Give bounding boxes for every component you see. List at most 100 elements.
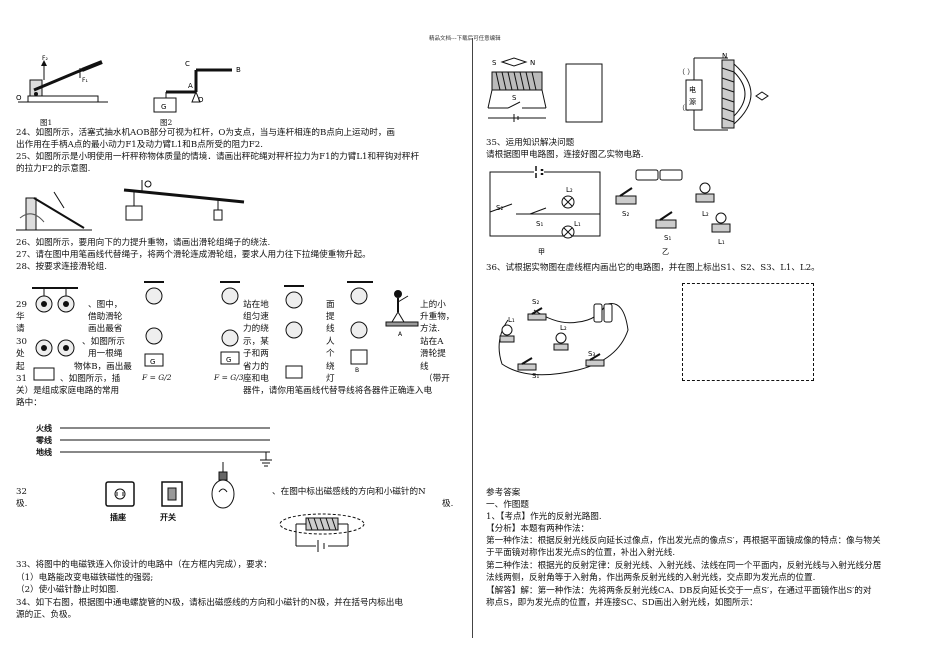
q28: 28、按要求连接滑轮组.: [16, 262, 108, 272]
frag-29: 29: [16, 300, 27, 310]
switch-icon: [161, 481, 183, 507]
answer-1-analysis: 【分析】本题有两种作法：: [486, 524, 590, 534]
electromagnet-compass-figure: S N S: [487, 57, 547, 122]
q25-line2: 的拉力F2的示意图.: [16, 164, 91, 174]
pulley2-g: G: [150, 358, 155, 366]
q32-text: 、在图中标出磁感线的方向和小磁针的N: [272, 487, 426, 497]
answer-box-small: [565, 63, 603, 123]
yi-label: 乙: [662, 248, 669, 256]
jia-l1: L₁: [574, 220, 581, 228]
answer-1-method2-a: 第二种作法：根据光的反射定律：反射光线、入射光线、法线在同一个平面内，反射光线与…: [486, 561, 882, 571]
fig2-o: O: [198, 96, 204, 104]
answer-1-solution-b: 称点S，即为发光点的位置，并连接SC、SD画出入射光线，如图所示：: [486, 598, 758, 608]
frag-c3c: 力的绕: [243, 324, 269, 334]
frag-chu: 处: [16, 349, 25, 359]
frag-c1c: 画出最省: [88, 324, 123, 334]
c36-s2: S₂: [532, 298, 539, 306]
answer-1-method2-b: 法线两侧，反射角等于入射角，作出两条反射光线的入射光线，交点即为发光点的位置.: [486, 573, 816, 583]
answer-1-topic: 1、【考点】作光的反射光路图.: [486, 512, 602, 522]
frag-c1e: 用一根绳: [88, 349, 123, 359]
frag-c5a: 上的小: [420, 300, 446, 310]
solenoid-n: N: [722, 52, 727, 60]
pulley-eq-2: F = G/3: [214, 373, 244, 382]
person-on-platform-figure: A: [385, 290, 419, 338]
frag-hua: 华: [16, 312, 25, 322]
pulley-figure-1: [32, 287, 78, 381]
yi-s1: S₁: [664, 234, 671, 242]
switch-s: S: [512, 94, 517, 102]
paren-top: （ ）: [678, 68, 694, 76]
frag-31: 31: [16, 374, 27, 384]
frag-c4a: 面: [326, 300, 335, 310]
q33-line2: （1）电路能改变电磁铁磁性的强弱;: [16, 573, 154, 583]
c36-l1: L₁: [508, 316, 515, 324]
frag-c4g: 灯: [326, 374, 335, 384]
steelyard-figure: [123, 180, 245, 221]
frag-c5e: 滑轮提: [420, 349, 446, 359]
frag-c5d: 站在A: [420, 337, 444, 347]
frag-c4f: 绕: [326, 362, 335, 372]
water-pump-figure: [16, 191, 92, 231]
switch-label: 开关: [160, 512, 176, 522]
frag-qing: 请: [16, 324, 25, 334]
q26: 26、如图所示，要用向下的力提升重物，请画出滑轮组绳子的绕法.: [16, 238, 271, 248]
q35-line2: 请根据图甲电路图，连接好图乙实物电路.: [486, 150, 644, 160]
q24-line1: 24、如图所示，活塞式抽水机AOB部分可视为杠杆，O为支点，当与连杆相连的B点向…: [16, 128, 396, 138]
q35-line1: 35、运用知识解决问题: [486, 138, 575, 148]
solenoid-power-figure: （ ） （ ） 电 源 N: [678, 52, 769, 131]
q32-num: 32: [16, 487, 27, 497]
frag-c4b: 提: [326, 312, 335, 322]
header-watermark: 精品文档---下载后可任意编辑: [429, 36, 501, 42]
c36-l2: L₂: [560, 324, 567, 332]
q33-line1: 33、将图中的电磁铁连入你设计的电路中（在方框内完成），要求：: [16, 560, 272, 570]
jia-s2: S₂: [496, 204, 503, 212]
yi-l2: L₂: [702, 210, 709, 218]
q31-line3: 路中：: [16, 398, 42, 408]
frag-c3f: 省力的: [243, 362, 269, 372]
answer-1-solution-a: 【解答】解：第一种作法：先将两条反射光线CA、DB反向延长交于一点S′，在通过平…: [486, 586, 872, 596]
compass-s: S: [492, 59, 497, 67]
fig1-o: O: [16, 94, 22, 102]
compass-n: N: [530, 59, 535, 67]
q25-line1: 25、如图所示是小明使用一杆秤称物体质量的情境．请画出秤砣绳对秤杆拉力为F1的力…: [16, 152, 420, 162]
q24-line2: 出作用在手柄A点的最小动力F1及动力臂L1和B点所受的阻力F2.: [16, 140, 263, 150]
solenoid-figure: [279, 513, 365, 552]
pulley5-b: B: [355, 367, 359, 374]
frag-c5b: 升重物，: [420, 312, 455, 322]
pulley-eq-1: F = G/2: [142, 373, 172, 382]
q31-line2: 器件，请你用笔画线代替导线将各器件正确连入电: [243, 386, 433, 396]
jia-s1: S₁: [536, 220, 543, 228]
frag-30: 30: [16, 337, 27, 347]
yi-s2: S₂: [622, 210, 629, 218]
frag-c3e: 子和两: [243, 349, 269, 359]
answer-1-method1-a: 第一种作法：根据反射光线反向延长过像点，作出发光点的像点S′，再根据平面镜成像的…: [486, 536, 881, 546]
frag-qi: 起: [16, 362, 25, 372]
pulley-figure-4: [284, 285, 304, 379]
c36-s3: S₃: [588, 350, 595, 358]
fig2-g: G: [161, 103, 166, 111]
power-char2: 源: [689, 97, 696, 106]
fig1-label: 图1: [40, 118, 53, 127]
yi-l1: L₁: [718, 238, 725, 246]
circuit-diagram-jia: S₂ L₂ L₁ S₁ 甲: [489, 166, 601, 256]
frag-c4d: 人: [326, 337, 335, 347]
pulley-figure-5: B: [347, 281, 373, 374]
frag-c4c: 线: [326, 324, 335, 334]
fig2-label: 图2: [160, 118, 173, 127]
frag-c3g: 座和电: [243, 374, 269, 384]
answer-box-36: [682, 283, 814, 381]
jia-l2: L₂: [566, 186, 573, 194]
circuit-physical-36: S₂ L₁ L₂ S₁ S₃: [498, 298, 629, 380]
answer-1-method1-b: 于平面镜对称作出发光点S的位置，补出入射光线.: [486, 548, 676, 558]
jia-label: 甲: [538, 248, 545, 256]
frag-c3d: 示，某: [243, 337, 269, 347]
frag-c3b: 组匀速: [243, 312, 269, 322]
frag-c5g: （带开: [424, 374, 450, 384]
frag-c1a: 、图中，: [88, 300, 123, 310]
fig2-b: B: [236, 66, 241, 74]
bent-lever-figure: C A B O G: [153, 60, 241, 113]
q33-line3: （2）使小磁针静止时如图.: [16, 585, 119, 595]
household-wires: [60, 427, 272, 467]
frag-c5c: 方法.: [420, 324, 440, 334]
c36-s1: S₁: [532, 372, 539, 380]
